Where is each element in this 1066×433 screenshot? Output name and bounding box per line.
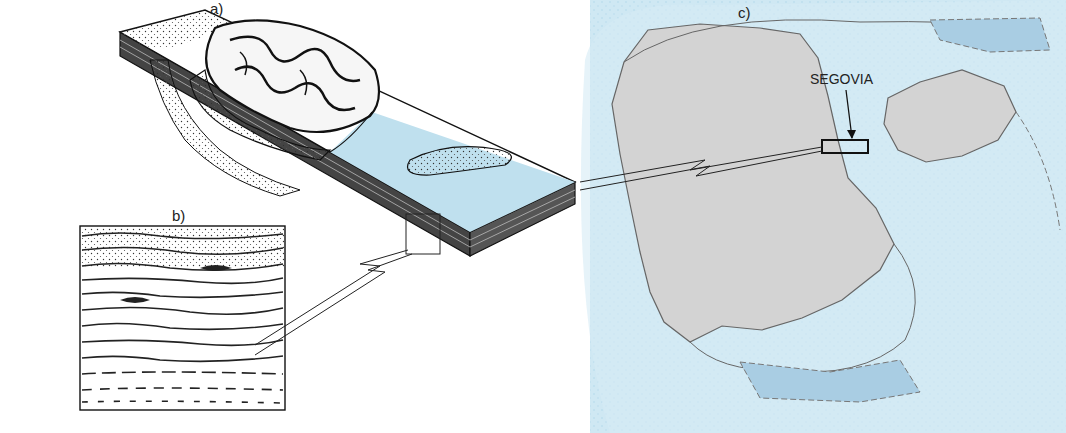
panel-letter: a) — [210, 1, 223, 16]
panel-letter: c) — [738, 5, 751, 20]
panel-letter: b) — [172, 208, 185, 223]
block-diagram — [120, 10, 575, 256]
map-leader — [580, 147, 822, 190]
place-name: SEGOVIA — [810, 72, 873, 86]
section-detail — [80, 226, 412, 410]
iberia-map — [581, 0, 1066, 433]
